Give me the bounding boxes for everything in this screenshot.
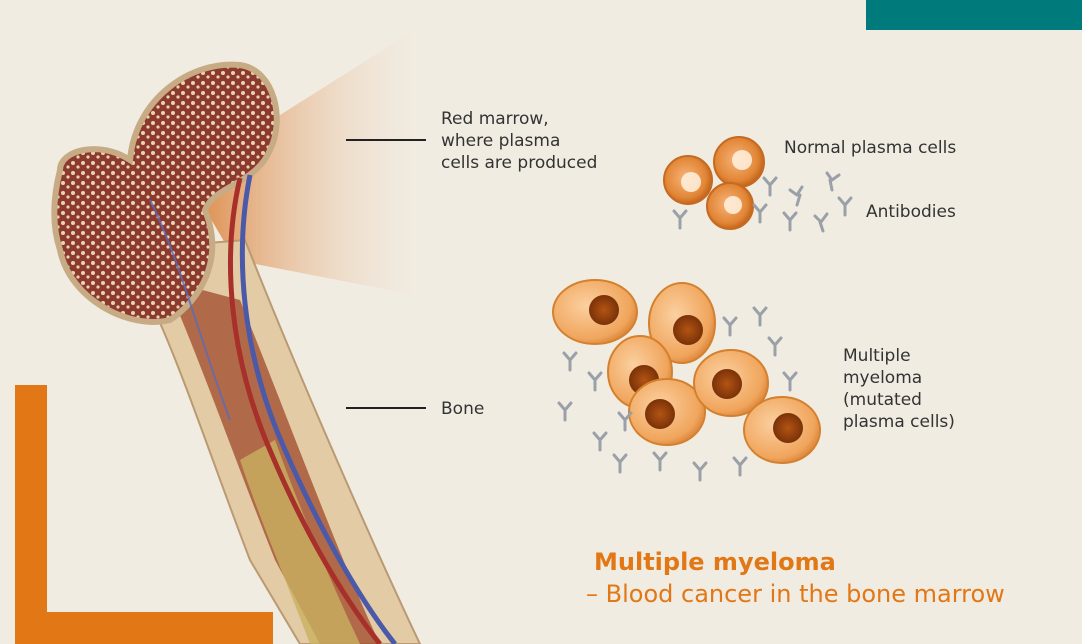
label-bone: Bone — [441, 398, 484, 420]
teal-corner-tab — [866, 0, 1082, 30]
label-red-marrow: Red marrow, where plasma cells are produ… — [441, 108, 597, 174]
leader-line-red-marrow — [346, 139, 426, 141]
label-normal-plasma-cells: Normal plasma cells — [784, 137, 956, 159]
label-multiple-myeloma: Multiple myeloma (mutated plasma cells) — [843, 345, 955, 433]
orange-bracket-vertical — [15, 385, 47, 644]
myeloma-cells — [553, 280, 820, 463]
leader-line-bone — [346, 407, 426, 409]
caption-title: Multiple myeloma — [594, 548, 836, 576]
caption-subtitle: – Blood cancer in the bone marrow — [586, 580, 1005, 608]
orange-bracket-horizontal — [15, 612, 273, 644]
label-antibodies: Antibodies — [866, 201, 956, 223]
